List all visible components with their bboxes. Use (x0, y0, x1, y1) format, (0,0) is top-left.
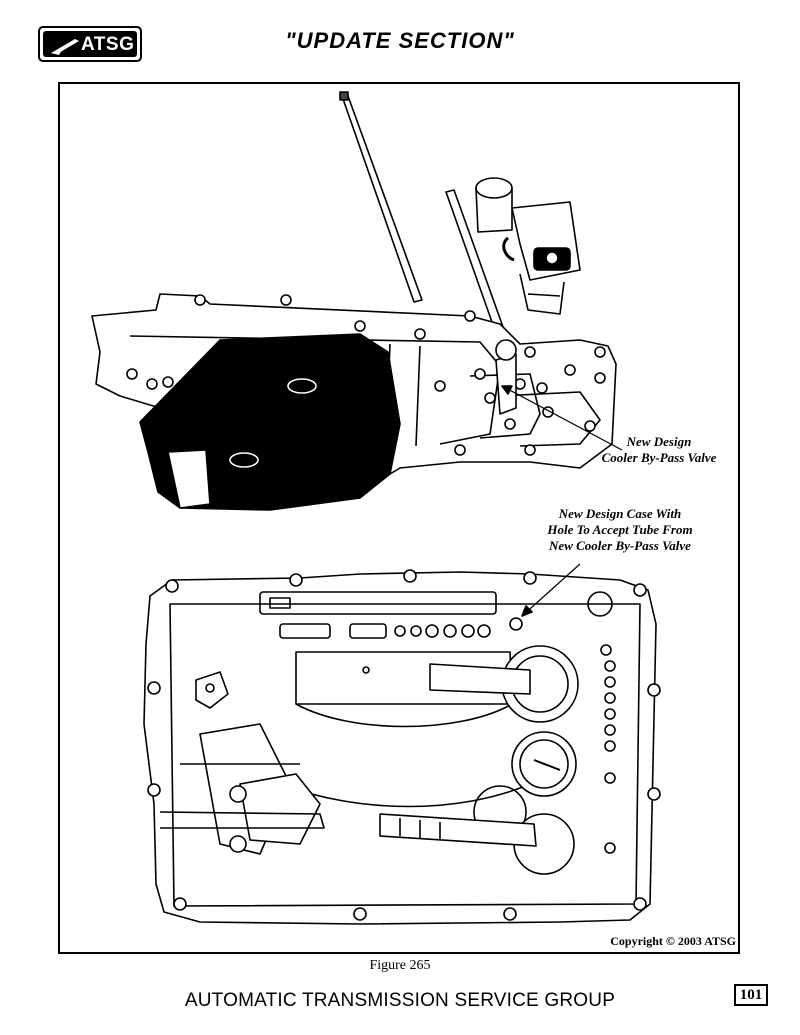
logo-text: ATSG (81, 34, 135, 55)
atsg-logo: ATSG (38, 26, 142, 62)
footer-organization: AUTOMATIC TRANSMISSION SERVICE GROUP (184, 990, 616, 1011)
copyright-notice: Copyright © 2003 ATSG (610, 934, 736, 948)
page-title: "UPDATE SECTION" (285, 28, 515, 53)
figure-caption: Figure 265 (369, 958, 431, 973)
page-number: 101 (734, 984, 768, 1006)
transmission-illustration (91, 91, 661, 925)
logo-emblem-icon (51, 39, 79, 55)
callout-cooler-bypass-valve: New Design Cooler By-Pass Valve (601, 434, 717, 465)
callout-case-hole: New Design Case With Hole To Accept Tube… (547, 506, 693, 553)
figure-frame (58, 82, 740, 954)
